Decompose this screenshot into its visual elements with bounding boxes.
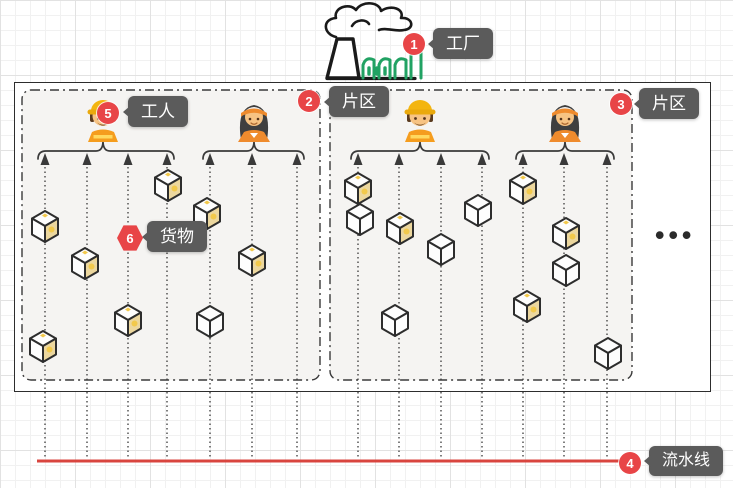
worker-woman-icon xyxy=(238,105,270,142)
lane-up-arrow-icon xyxy=(602,153,612,165)
region-dashed-rect xyxy=(329,89,633,381)
factory-windows-icon xyxy=(367,66,387,76)
badge-worker: 5 xyxy=(97,102,119,124)
worker-woman-icon xyxy=(549,105,581,142)
lane-up-arrow-icon xyxy=(82,153,92,165)
tooltip-region-1: 片区 xyxy=(329,86,389,117)
tooltip-factory-label: 工厂 xyxy=(446,34,480,53)
goods-cube-icon xyxy=(71,247,99,280)
tooltip-goods-label: 货物 xyxy=(160,227,194,246)
goods-cube-icon xyxy=(427,233,455,266)
lane-up-arrow-icon xyxy=(436,153,446,165)
tooltip-assembly-line-label: 流水线 xyxy=(662,452,711,469)
worker-helmet-icon xyxy=(404,100,436,142)
goods-cube-icon xyxy=(381,304,409,337)
badge-region-2: 3 xyxy=(610,93,632,115)
tooltip-worker: 工人 xyxy=(128,96,188,127)
badge-assembly-line: 4 xyxy=(619,452,641,474)
badge-region-1: 2 xyxy=(298,90,320,112)
tooltip-factory: 工厂 xyxy=(433,28,493,59)
goods-cube-icon xyxy=(29,330,57,363)
tooltip-assembly-line: 流水线 xyxy=(649,446,724,476)
lane-up-arrow-icon xyxy=(559,153,569,165)
goods-cube-icon xyxy=(464,194,492,227)
lane-up-arrow-icon xyxy=(247,153,257,165)
goods-cube-icon xyxy=(386,212,414,245)
lane-up-arrow-icon xyxy=(205,153,215,165)
goods-cube-icon xyxy=(344,172,372,205)
lane-up-arrow-icon xyxy=(162,153,172,165)
lane-up-arrow-icon xyxy=(394,153,404,165)
goods-cube-icon xyxy=(509,172,537,205)
tooltip-region-1-label: 片区 xyxy=(342,92,376,111)
tooltip-region-2-label: 片区 xyxy=(652,94,686,113)
goods-cube-icon xyxy=(196,305,224,338)
tooltip-region-2: 片区 xyxy=(639,88,699,119)
smoke-icon xyxy=(324,2,413,39)
tooltip-goods: 货物 xyxy=(147,221,207,252)
tooltip-worker-label: 工人 xyxy=(141,102,175,121)
lane-up-arrow-icon xyxy=(353,153,363,165)
goods-cube-icon xyxy=(154,169,182,202)
goods-cube-icon xyxy=(552,217,580,250)
lane-up-arrow-icon xyxy=(123,153,133,165)
goods-cube-icon xyxy=(238,244,266,277)
goods-cube-icon xyxy=(594,337,622,370)
factory-icon xyxy=(324,2,423,81)
goods-cube-icon xyxy=(513,290,541,323)
lane-up-arrow-icon xyxy=(477,153,487,165)
goods-cube-icon xyxy=(114,304,142,337)
goods-cube-icon xyxy=(31,210,59,243)
lane-up-arrow-icon xyxy=(292,153,302,165)
goods-cube-icon xyxy=(346,203,374,236)
goods-cube-icon xyxy=(552,254,580,287)
badge-factory: 1 xyxy=(403,33,425,55)
lane-up-arrow-icon xyxy=(40,153,50,165)
chimney-icon xyxy=(325,37,361,80)
goods-cube-icon xyxy=(193,197,221,230)
more-regions-ellipsis: ••• xyxy=(655,220,696,250)
lane-up-arrow-icon xyxy=(518,153,528,165)
